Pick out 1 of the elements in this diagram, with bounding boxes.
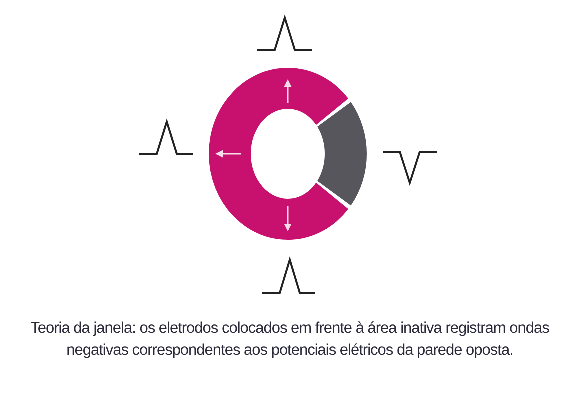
caption: Teoria da janela: os eletrodos colocados em frente à área inativa registram ondas negativas correspondentes aos potenciais elétricos da parede oposta. — [30, 319, 550, 361]
